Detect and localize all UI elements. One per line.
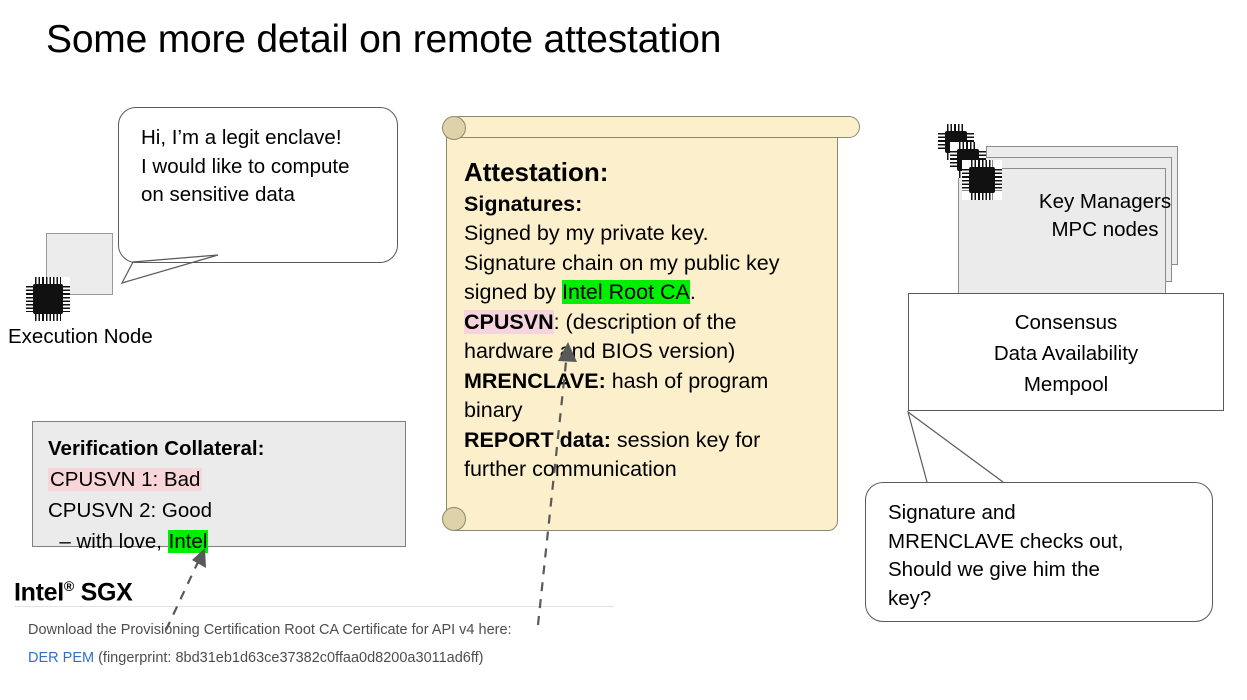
chip-pins-top (959, 142, 977, 149)
chip-pins-left (26, 286, 33, 312)
intel-sgx-title-main: Intel (14, 578, 64, 607)
key-managers-line2: MPC nodes (1051, 218, 1159, 241)
intel-sgx-title: Intel® SGX (14, 578, 133, 607)
key-managers-label: Key Managers MPC nodes (1010, 188, 1200, 244)
signatures-label: Signatures: (464, 191, 583, 216)
verification-collateral-row-good: CPUSVN 2: Good (48, 499, 213, 522)
chip-pins-right (63, 286, 70, 312)
chip-pins-right (995, 169, 1002, 191)
mrenclave-continuation: binary (464, 398, 523, 422)
der-pem-link[interactable]: DER PEM (28, 650, 95, 666)
chip-pins-left (950, 151, 957, 169)
line-signed-private: Signed by my private key. (464, 221, 709, 245)
cpusvn-label: CPUSVN (464, 309, 554, 334)
line-signature-chain: Signature chain on my public key (464, 250, 780, 275)
verification-collateral-heading: Verification Collateral: (48, 437, 265, 460)
chip-core (33, 284, 63, 314)
consensus-line3: Mempool (1023, 373, 1109, 396)
verification-collateral-signoff: – with love, Intel (48, 526, 264, 557)
registered-mark-icon: ® (63, 578, 74, 594)
report-data-rest: session key for (610, 427, 761, 452)
chip-pins-left (962, 169, 969, 191)
cpusvn-rest: : (description of the (553, 309, 737, 334)
attestation-heading: Attestation: (464, 157, 609, 187)
scroll-curl-bottom-left (442, 507, 466, 531)
scroll-curl-top-left (442, 116, 466, 140)
chip-pins-top (947, 124, 965, 131)
cpusvn1-bad-text: CPUSVN 1: Bad (48, 468, 203, 491)
page-title: Some more detail on remote attestation (46, 18, 722, 61)
consensus-box: Consensus Data Availability Mempool (908, 293, 1224, 411)
chip-pins-top (971, 160, 993, 167)
chip-pins-bottom (971, 193, 993, 200)
signoff-prefix: – with love, (48, 530, 168, 553)
consensus-line2: Data Availability (993, 342, 1139, 365)
consensus-line1: Consensus (1014, 311, 1118, 334)
sgx-download-line: Download the Provisioning Certification … (28, 622, 512, 638)
verifier-bubble-tail (906, 410, 1004, 483)
cpu-chip-icon (26, 277, 70, 321)
cpusvn-continuation: hardware and BIOS version) (464, 339, 736, 363)
chip-pins-top (35, 277, 61, 284)
attestation-text: Attestation: Signatures: Signed by my pr… (464, 157, 824, 485)
sgx-fingerprint-line: DER PEM (fingerprint: 8bd31eb1d63ce37382… (28, 650, 484, 666)
attestation-scroll: Attestation: Signatures: Signed by my pr… (440, 110, 870, 540)
consensus-text: Consensus Data Availability Mempool (909, 307, 1223, 400)
execution-node-label: Execution Node (8, 325, 153, 348)
key-managers-line1: Key Managers (1038, 190, 1172, 213)
verifier-speech-text: Signature and MRENCLAVE checks out, Shou… (888, 501, 1124, 610)
chip-pins-bottom (35, 314, 61, 321)
sgx-fingerprint-text: (fingerprint: 8bd31eb1d63ce37382c0ffaa0d… (94, 650, 484, 666)
cpu-chip-icon (962, 160, 1002, 200)
report-data-label: REPORT data: (464, 427, 611, 452)
enclave-speech-bubble: Hi, I’m a legit enclave! I would like to… (118, 107, 398, 263)
verification-collateral-row-bad: CPUSVN 1: Bad (48, 464, 264, 495)
report-data-continuation: further communication (464, 457, 677, 481)
scroll-top-roll (448, 116, 860, 138)
enclave-speech-text: Hi, I’m a legit enclave! I would like to… (141, 126, 350, 206)
mrenclave-rest: hash of program (605, 368, 769, 393)
dashed-arrow-collateral (165, 561, 199, 631)
intel-root-ca-highlight: Intel Root CA (562, 280, 690, 304)
verification-collateral-box: Verification Collateral: CPUSVN 1: Bad C… (32, 421, 406, 553)
intel-sgx-title-rest: SGX (73, 578, 133, 607)
chip-pins-left (938, 133, 945, 151)
verification-collateral-text: Verification Collateral: CPUSVN 1: Bad C… (48, 433, 264, 557)
signoff-intel: Intel (167, 530, 209, 553)
verifier-speech-bubble: Signature and MRENCLAVE checks out, Shou… (865, 482, 1213, 622)
line-signed-by-prefix: signed by (464, 280, 563, 304)
line-period: . (689, 280, 696, 304)
footer-divider (14, 606, 614, 607)
chip-core (969, 167, 995, 193)
mrenclave-label: MRENCLAVE: (464, 368, 606, 393)
